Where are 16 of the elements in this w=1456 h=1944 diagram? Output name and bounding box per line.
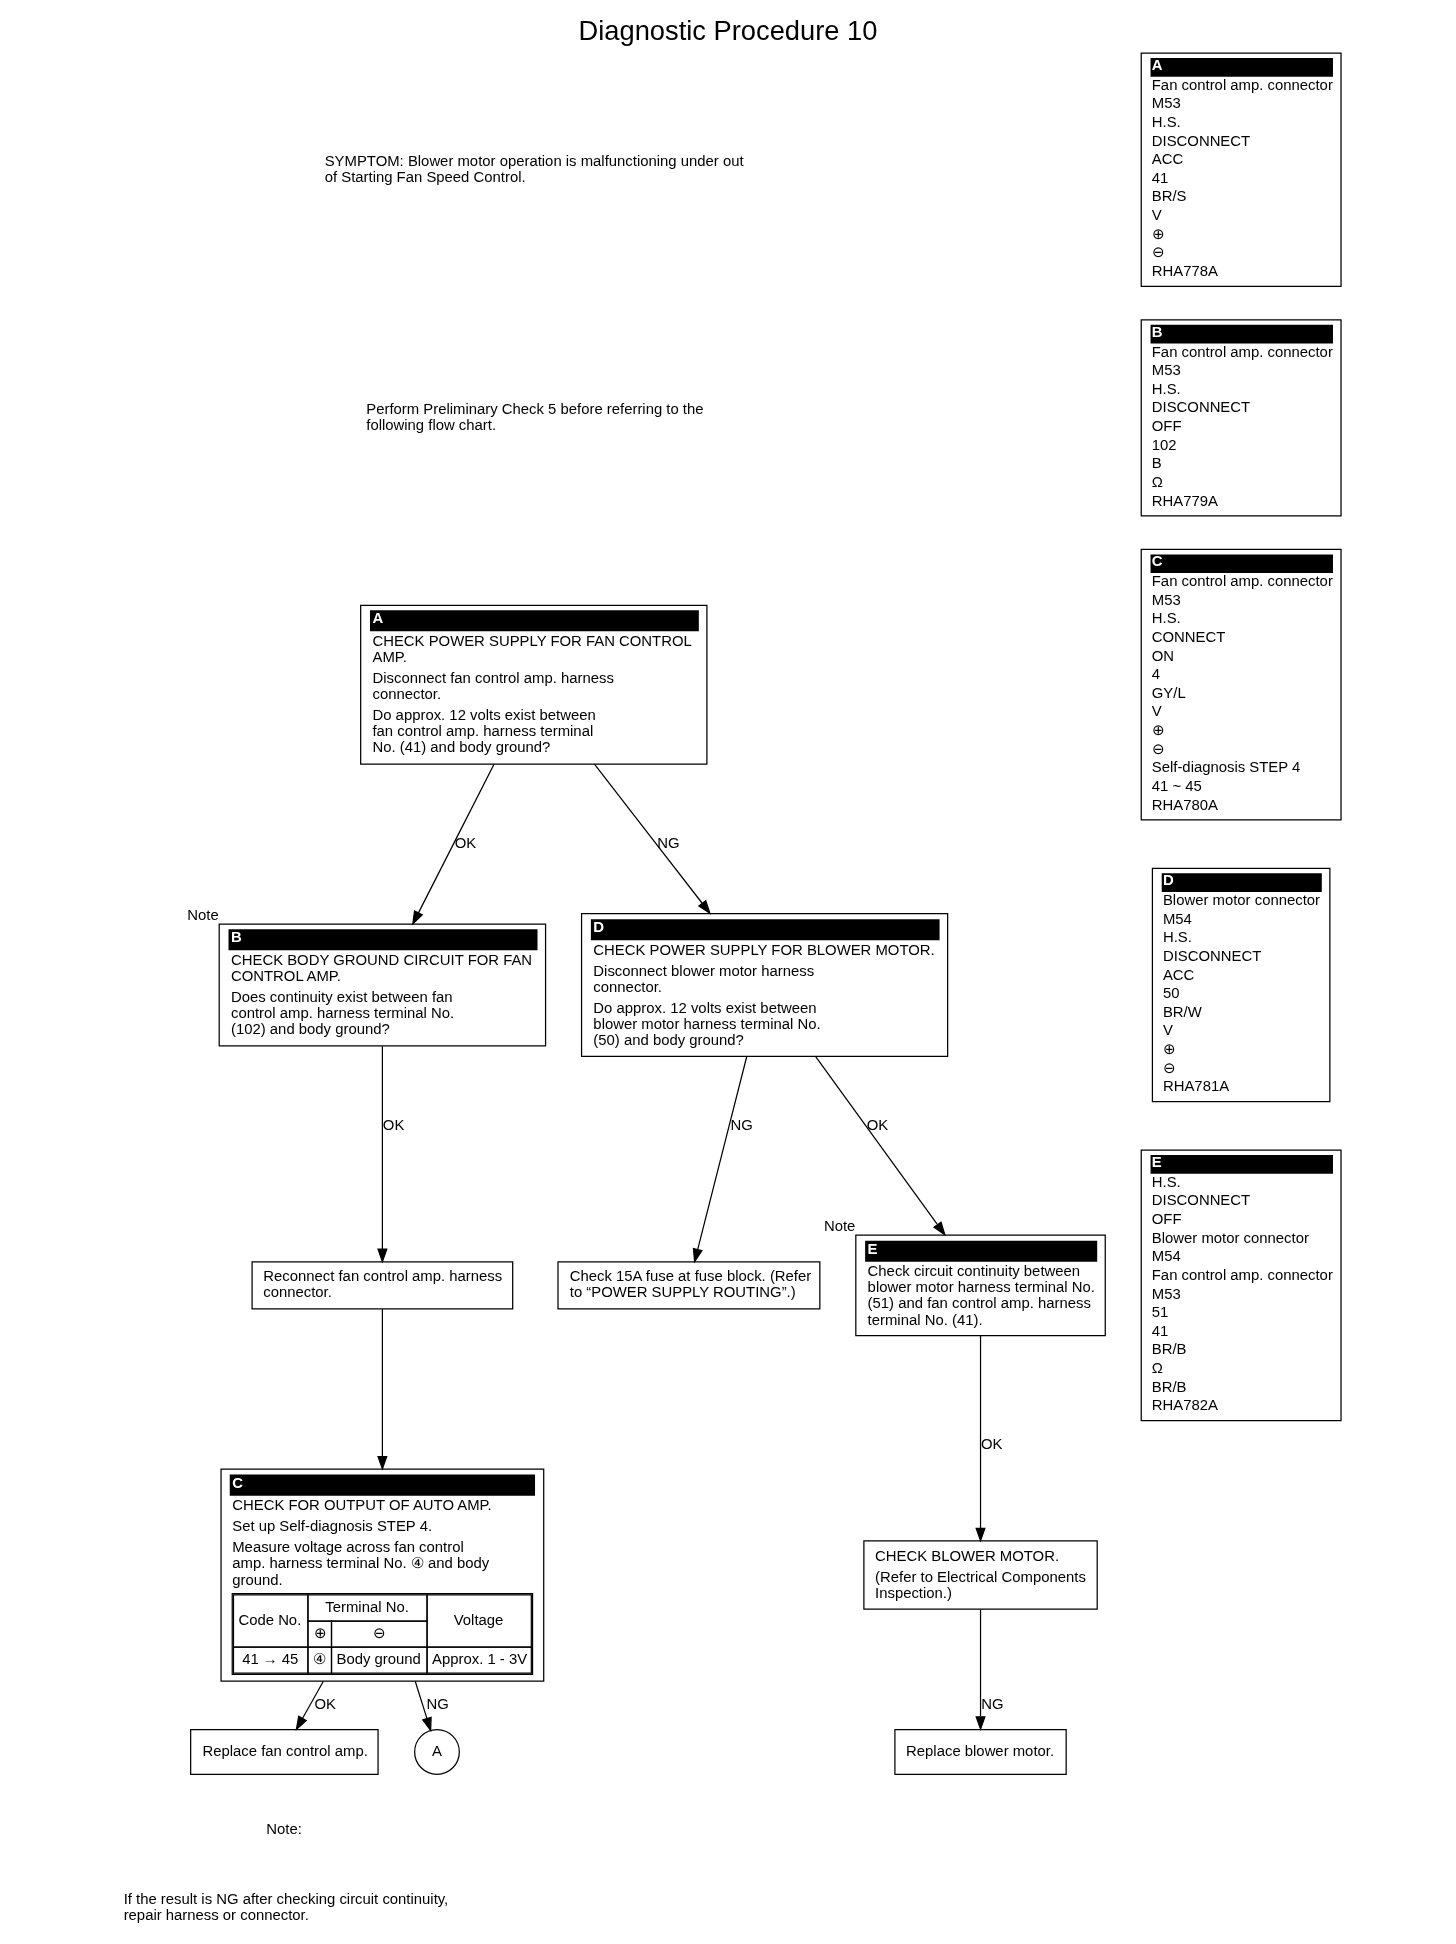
diagram-title: Diagnostic Procedure 10 [578, 15, 878, 47]
edge-label: OK [454, 835, 477, 852]
edge-label: OK [314, 1696, 337, 1713]
edge-label: NG [981, 1696, 1004, 1713]
node-label: Note [823, 1217, 856, 1234]
edge-label: NG [730, 1116, 753, 1133]
edge-label: OK [980, 1435, 1003, 1452]
label: Perform Preliminary Check 5 before referring to the following flow chart. [366, 400, 704, 433]
label: If the result is NG after checking circuit continuity, repair harness or connector. [123, 1891, 449, 1924]
edge-label: NG [426, 1696, 449, 1713]
edge-label: OK [382, 1116, 405, 1133]
node-label: Note [187, 907, 219, 923]
edge-label: NG [657, 835, 680, 852]
label: SYMPTOM: Blower motor operation is malfunctioning under out of Starting Fan Speed Control. [324, 152, 744, 185]
label: Note: [266, 1820, 302, 1837]
edge-label: OK [866, 1116, 889, 1133]
